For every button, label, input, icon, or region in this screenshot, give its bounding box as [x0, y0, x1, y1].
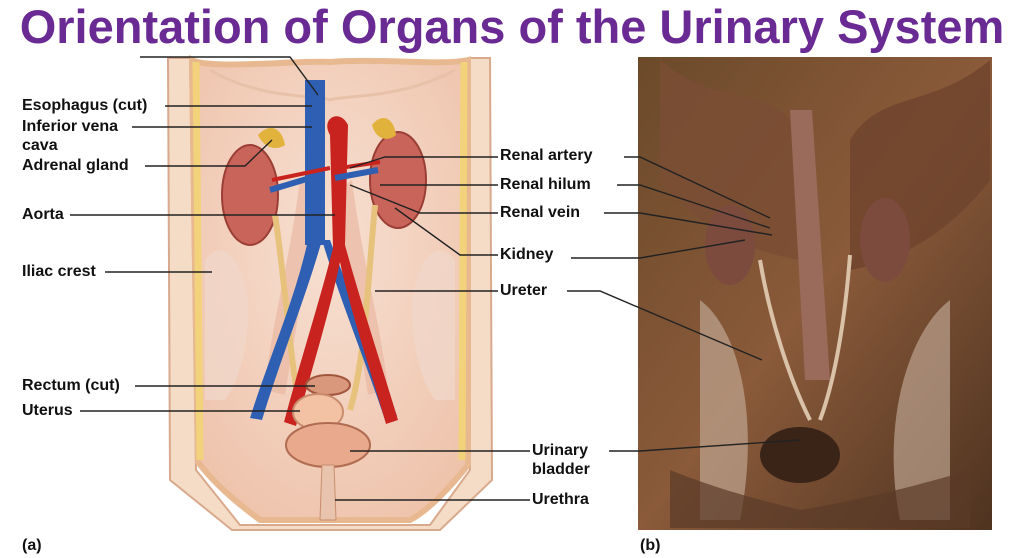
label-inferior-vena-cava-line1: Inferior vena: [22, 118, 119, 135]
label-renal-vein: Renal vein: [500, 204, 581, 221]
leader-lines: [70, 56, 801, 501]
label-aorta: Aorta: [22, 206, 64, 223]
label-urinary-bladder-line1: Urinary: [532, 442, 589, 459]
cadaver-photo-panel-b: [638, 57, 992, 530]
label-renal-hilum: Renal hilum: [500, 176, 591, 193]
panel-label-b: (b): [640, 537, 661, 554]
label-urinary-bladder-line2: bladder: [532, 461, 590, 478]
panel-label-a: (a): [22, 537, 42, 554]
label-esophagus: Esophagus (cut): [22, 97, 148, 114]
illustration-panel-a: [166, 54, 494, 531]
label-adrenal-gland: Adrenal gland: [22, 157, 129, 174]
page-title: Orientation of Organs of the Urinary Sys…: [19, 0, 1005, 53]
label-ureter: Ureter: [500, 282, 548, 299]
label-urethra: Urethra: [532, 491, 589, 508]
label-rectum: Rectum (cut): [22, 377, 120, 394]
label-uterus: Uterus: [22, 402, 73, 419]
label-renal-artery: Renal artery: [500, 147, 593, 164]
label-iliac-crest: Iliac crest: [22, 263, 96, 280]
label-inferior-vena-cava-line2: cava: [22, 137, 58, 154]
label-kidney: Kidney: [500, 246, 554, 263]
